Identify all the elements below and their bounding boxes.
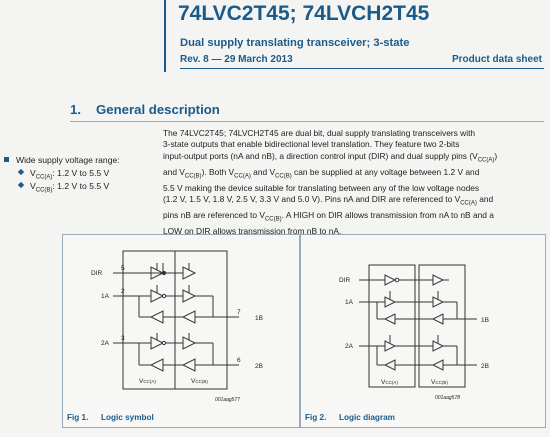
document-title: 74LVC2T45; 74LVCH2T45 xyxy=(178,2,430,25)
figure-code: 001aag577 xyxy=(215,397,240,403)
header-divider xyxy=(180,68,544,69)
pin-number-1a: 2 xyxy=(121,288,125,295)
desc-line: LOW on DIR allows transmission from nB t… xyxy=(163,225,342,236)
pin-label-1a: 1A xyxy=(101,293,110,300)
header-accent-bar xyxy=(164,0,166,72)
document-type: Product data sheet xyxy=(451,54,542,65)
desc-line: input-output ports (nA and nB), a direct… xyxy=(163,150,498,164)
desc-line: 5.5 V making the device suitable for tra… xyxy=(163,182,480,193)
pin-number-dir: 5 xyxy=(121,265,125,272)
revision-line: Rev. 8 — 29 March 2013 Product data shee… xyxy=(180,54,542,68)
figure-logic-symbol: DIR 5 1A 2 2A 3 1B 7 2B 6 VCC(A) VCC(B) … xyxy=(62,234,300,428)
square-bullet-icon xyxy=(4,157,9,162)
figure-number: Fig 2. xyxy=(305,413,327,422)
desc-line: pins nB are referenced to VCC(B). A HIGH… xyxy=(163,209,494,223)
figure-caption-text: Logic symbol xyxy=(101,413,154,422)
section-divider xyxy=(70,121,544,122)
pin-label-dir: DIR xyxy=(339,277,351,284)
diamond-bullet-icon xyxy=(17,181,25,189)
document-subtitle: Dual supply translating transceiver; 3-s… xyxy=(180,37,410,49)
desc-line: and VCC(B)). Both VCC(A) and VCC(B) can … xyxy=(163,166,480,180)
desc-line: The 74LVC2T45; 74LVCH2T45 are dual bit, … xyxy=(163,128,476,138)
section-title: General description xyxy=(96,102,220,117)
pin-label-2b: 2B xyxy=(481,363,489,370)
logic-symbol-diagram: DIR 5 1A 2 2A 3 1B 7 2B 6 VCC(A) VCC(B) … xyxy=(91,250,263,403)
pin-label-2a: 2A xyxy=(345,343,354,350)
general-description-paragraph: The 74LVC2T45; 74LVCH2T45 are dual bit, … xyxy=(163,128,548,237)
desc-line: 3-state outputs that enable bidirectiona… xyxy=(163,139,460,150)
supply-b-label: VCC(B) xyxy=(431,379,448,386)
feature-text: Wide supply voltage range: xyxy=(16,155,120,165)
pin-label-1b: 1B xyxy=(481,317,489,324)
supply-a-label: VCC(A) xyxy=(381,379,398,386)
figure-logic-diagram: DIR 1A 2A 1B 2B VCC(A) VCC(B) 001aag578 … xyxy=(300,234,546,428)
feature-subtext: VCC(A): 1.2 V to 5.5 V xyxy=(30,168,110,181)
revision-date: Rev. 8 — 29 March 2013 xyxy=(180,54,293,65)
section-heading: 1. General description xyxy=(70,102,220,117)
diamond-bullet-icon xyxy=(17,168,25,176)
pin-number-2b: 6 xyxy=(237,357,241,364)
section-number: 1. xyxy=(70,102,81,117)
pin-number-1b: 7 xyxy=(237,309,241,316)
figure-caption-text: Logic diagram xyxy=(339,413,395,422)
pin-label-2a: 2A xyxy=(101,340,110,347)
pin-label-1b: 1B xyxy=(255,315,263,322)
logic-diagram: DIR 1A 2A 1B 2B VCC(A) VCC(B) 001aag578 xyxy=(339,264,489,401)
figure-caption: Fig 1. Logic symbol xyxy=(67,413,154,422)
pin-number-2a: 3 xyxy=(121,335,125,342)
pin-label-1a: 1A xyxy=(345,299,354,306)
pin-label-dir: DIR xyxy=(91,270,103,277)
figure-number: Fig 1. xyxy=(67,413,89,422)
figure-code: 001aag578 xyxy=(435,395,460,401)
feature-subtext: VCC(B): 1.2 V to 5.5 V xyxy=(30,181,110,194)
pin-label-2b: 2B xyxy=(255,363,263,370)
supply-a-label: VCC(A) xyxy=(139,378,156,385)
desc-line: (1.2 V, 1.5 V, 1.8 V, 2.5 V, 3.3 V and 5… xyxy=(163,193,494,207)
figure-caption: Fig 2. Logic diagram xyxy=(305,413,395,422)
supply-b-label: VCC(B) xyxy=(191,378,208,385)
